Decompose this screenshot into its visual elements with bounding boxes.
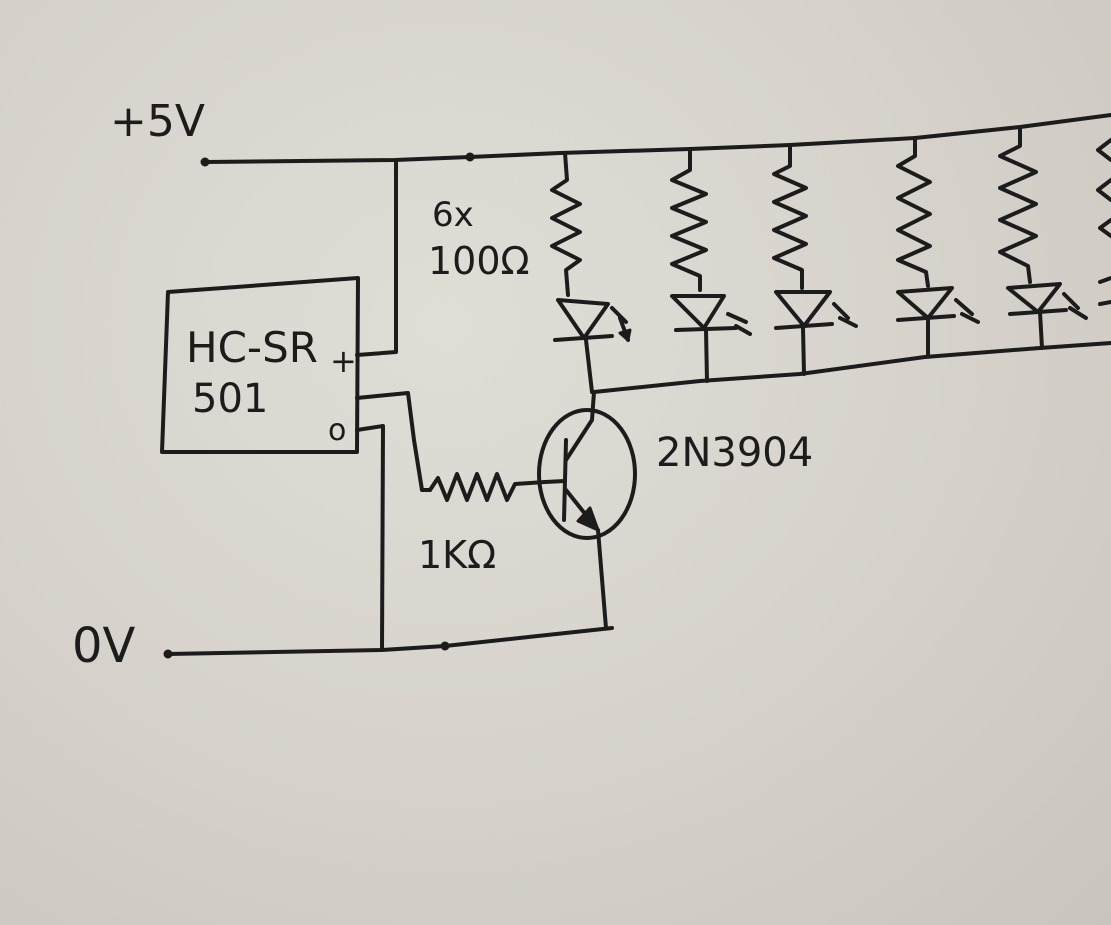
- led-4-rays: [954, 298, 980, 324]
- led1-to-bus: [584, 338, 594, 394]
- resistor-2: [670, 147, 708, 292]
- branch-1: [550, 151, 632, 342]
- ground-junction-dot: [440, 641, 450, 651]
- resistor-1: [550, 151, 582, 297]
- resistor-6: [1096, 138, 1111, 238]
- sensor-out-wire: [355, 391, 432, 492]
- branch-3: [772, 143, 858, 330]
- led-1: [553, 298, 614, 342]
- resistor-count-label: 6x: [432, 195, 474, 235]
- led-3-rays: [832, 302, 858, 328]
- led-1-ray-tip: [618, 328, 632, 342]
- sensor-ground-wire: [355, 424, 385, 652]
- branch-5: [998, 125, 1088, 320]
- resistor-3: [772, 143, 808, 290]
- branch-6: [1096, 138, 1111, 306]
- resistor-5: [998, 125, 1038, 284]
- resistor-4: [896, 136, 932, 288]
- transistor-base-lead: [543, 479, 567, 484]
- sensor-out-label: o: [328, 413, 346, 448]
- base-resistor: [428, 472, 547, 502]
- led-5-rays: [1062, 292, 1088, 320]
- transistor-collector: [564, 390, 596, 462]
- supply-junction-dot: [465, 152, 475, 162]
- resistor-value-label: 100Ω: [428, 239, 530, 283]
- sensor-name-line2: 501: [192, 376, 268, 422]
- transistor-circle: [537, 408, 637, 540]
- led3-to-bus: [801, 326, 806, 376]
- led-4: [896, 286, 956, 322]
- branch-4: [896, 136, 980, 324]
- led-2: [670, 294, 738, 332]
- led-cathode-bus: [592, 341, 1111, 394]
- led-5: [1006, 282, 1068, 316]
- led-3: [774, 290, 834, 330]
- sensor-name-line1: HC-SR: [186, 323, 318, 372]
- supply-rail: [203, 113, 1111, 164]
- branch-2: [670, 147, 752, 336]
- emitter-arrow: [576, 506, 600, 532]
- led2-to-bus: [704, 328, 709, 383]
- sensor-module-box: [160, 276, 360, 454]
- ground-rail-start-dot: [163, 649, 173, 659]
- transistor-label: 2N3904: [656, 430, 813, 476]
- ground-label: 0V: [72, 618, 136, 674]
- sensor-plus-wire: [355, 158, 398, 357]
- led-2-rays: [726, 312, 752, 336]
- sensor-plus-label: +: [330, 342, 357, 380]
- led5-to-bus: [1038, 310, 1044, 350]
- base-resistor-label: 1KΩ: [418, 533, 496, 577]
- supply-label: +5V: [110, 96, 205, 147]
- supply-rail-start-dot: [200, 157, 210, 167]
- ground-rail: [166, 626, 614, 656]
- led-6: [1098, 276, 1111, 306]
